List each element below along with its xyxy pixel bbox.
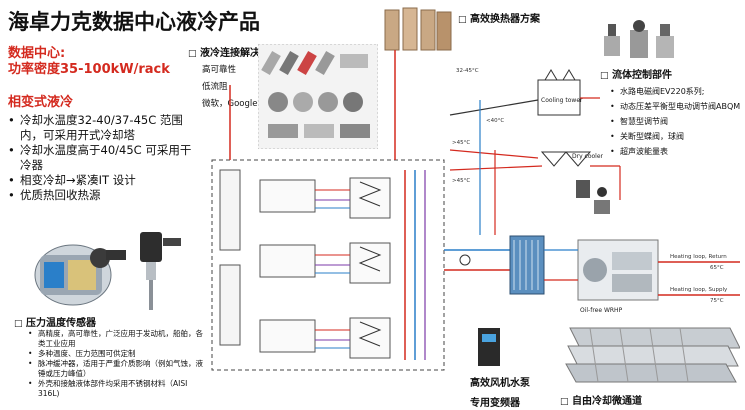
heat-exchanger-block: □ 高效换热器方案 (458, 14, 540, 25)
cdu-box (219, 169, 241, 251)
list-item: 脉冲缓冲器，适用于严重介质影响（例如气蚀，液锤或压力峰值） (28, 359, 209, 379)
pump-subheading: 专用变频器 (470, 398, 520, 409)
control-valve-icon (576, 180, 610, 214)
list-item: 超声波能量表 (610, 144, 745, 159)
list-item: 低流阻 (202, 82, 228, 92)
pump-block: 高效风机水泵 专用变频器 (470, 374, 530, 409)
heating-return-label: Heating loop, Return (670, 254, 727, 260)
list-item: 相变冷却→紧凑IT 设计 (8, 173, 200, 188)
list-item: 外壳和接触液体部件均采用不锈钢材料（AISI 316L) (28, 379, 209, 399)
page-title: 海卓力克数据中心液冷产品 (8, 10, 260, 34)
flow-control-heading: 流体控制部件 (612, 70, 672, 81)
plate-heat-exchanger-icon (384, 7, 452, 51)
datacenter-block: 数据中心: 功率密度35-100kW/rack (8, 46, 198, 78)
list-item: 优质热回收热源 (8, 188, 200, 203)
microchannel-image (565, 327, 740, 383)
pump-heading: 高效风机水泵 (470, 378, 530, 389)
phase-change-heading: 相变式液冷 (8, 95, 74, 110)
heat-pump-label: Oil-free WRHP (580, 307, 623, 314)
pressure-sensor-icon (34, 244, 126, 306)
pump-icon (459, 254, 471, 266)
server-row-1 (259, 177, 391, 219)
cdu-box (219, 264, 241, 346)
valve-icon (604, 20, 674, 58)
temp-label: <40°C (486, 118, 504, 124)
temp-label: >45°C (452, 178, 470, 184)
microchannel-heading: 自由冷却微通道 (572, 396, 642, 407)
vfd-pump-icon (478, 328, 500, 366)
list-item: 高可靠性 (202, 65, 237, 75)
list-item: 关断型蝶阀，球阀 (610, 129, 745, 144)
system-schematic: Cooling tower Dry cooler 32-45°C >45°C >… (211, 50, 740, 371)
sensor-block: □ 压力温度传感器 高精度，高可靠性，广泛应用于发动机，船舶，各类工业应用 多种… (14, 314, 209, 399)
list-item: 冷却水温度高于40/45C 可采用干冷器 (8, 143, 200, 173)
liquid-connect-heading: 液冷连接解决方案 (200, 48, 280, 59)
phase-change-block: 相变式液冷 冷却水温度32-40/37-45C 范围内，可采用开式冷却塔 冷却水… (8, 95, 200, 203)
list-item: 水路电磁阀EV220系列; (610, 84, 745, 99)
phase-change-list: 冷却水温度32-40/37-45C 范围内，可采用开式冷却塔 冷却水温度高于40… (8, 113, 200, 203)
cooling-tower-label: Cooling tower (541, 97, 583, 104)
rack-enclosure (211, 159, 445, 371)
list-item: 多种温度、压力范围可供定制 (28, 349, 209, 359)
plate-hex-icon (509, 235, 545, 295)
liquid-connect-block: □ 液冷连接解决方案 高可靠性 低流阻 微软，Google等在使用 (188, 44, 378, 113)
flow-control-block: □ 流体控制部件 水路电磁阀EV220系列; 动态压差平衡型电动调节阀ABQM … (600, 66, 745, 159)
sensor-image (34, 232, 181, 310)
heat-pump-icon (577, 239, 659, 301)
heat-exchanger-heading: 高效换热器方案 (470, 14, 540, 25)
connector-icon (261, 50, 370, 138)
temperature-sensor-icon (140, 232, 181, 310)
dry-cooler-label: Dry cooler (572, 153, 604, 160)
power-density: 功率密度35-100kW/rack (8, 62, 170, 77)
datacenter-heading: 数据中心: (8, 46, 66, 61)
liquid-connect-list: 高可靠性 低流阻 微软，Google等在使用 (202, 62, 378, 113)
microchannel-block: □ 自由冷却微通道 (560, 396, 642, 407)
connector-images (258, 44, 378, 149)
list-item: 智慧型调节阀 (610, 114, 745, 129)
list-item: 高精度，高可靠性，广泛应用于发动机，船舶，各类工业应用 (28, 329, 209, 349)
sensor-list: 高精度，高可靠性，广泛应用于发动机，船舶，各类工业应用 多种温度、压力范围可供定… (28, 329, 209, 399)
sensor-heading: 压力温度传感器 (26, 318, 96, 329)
temp-label: 32-45°C (456, 68, 479, 74)
flow-control-list: 水路电磁阀EV220系列; 动态压差平衡型电动调节阀ABQM 智慧型调节阀 关断… (610, 84, 745, 159)
server-row-2 (259, 242, 391, 284)
server-row-3 (259, 317, 391, 359)
heating-supply-label: Heating loop, Supply (670, 287, 728, 293)
temp-label: 65°C (710, 265, 724, 271)
dry-cooler-icon (540, 151, 592, 167)
temp-label: 75°C (710, 298, 724, 304)
list-item: 冷却水温度32-40/37-45C 范围内，可采用开式冷却塔 (8, 113, 200, 143)
microchannel-icon (565, 327, 740, 383)
temp-label: >45°C (452, 140, 470, 146)
valve-images (604, 20, 674, 58)
heat-exchanger-images (384, 7, 452, 51)
list-item: 动态压差平衡型电动调节阀ABQM (610, 99, 745, 114)
list-item: 微软，Google等在使用 (202, 99, 292, 109)
